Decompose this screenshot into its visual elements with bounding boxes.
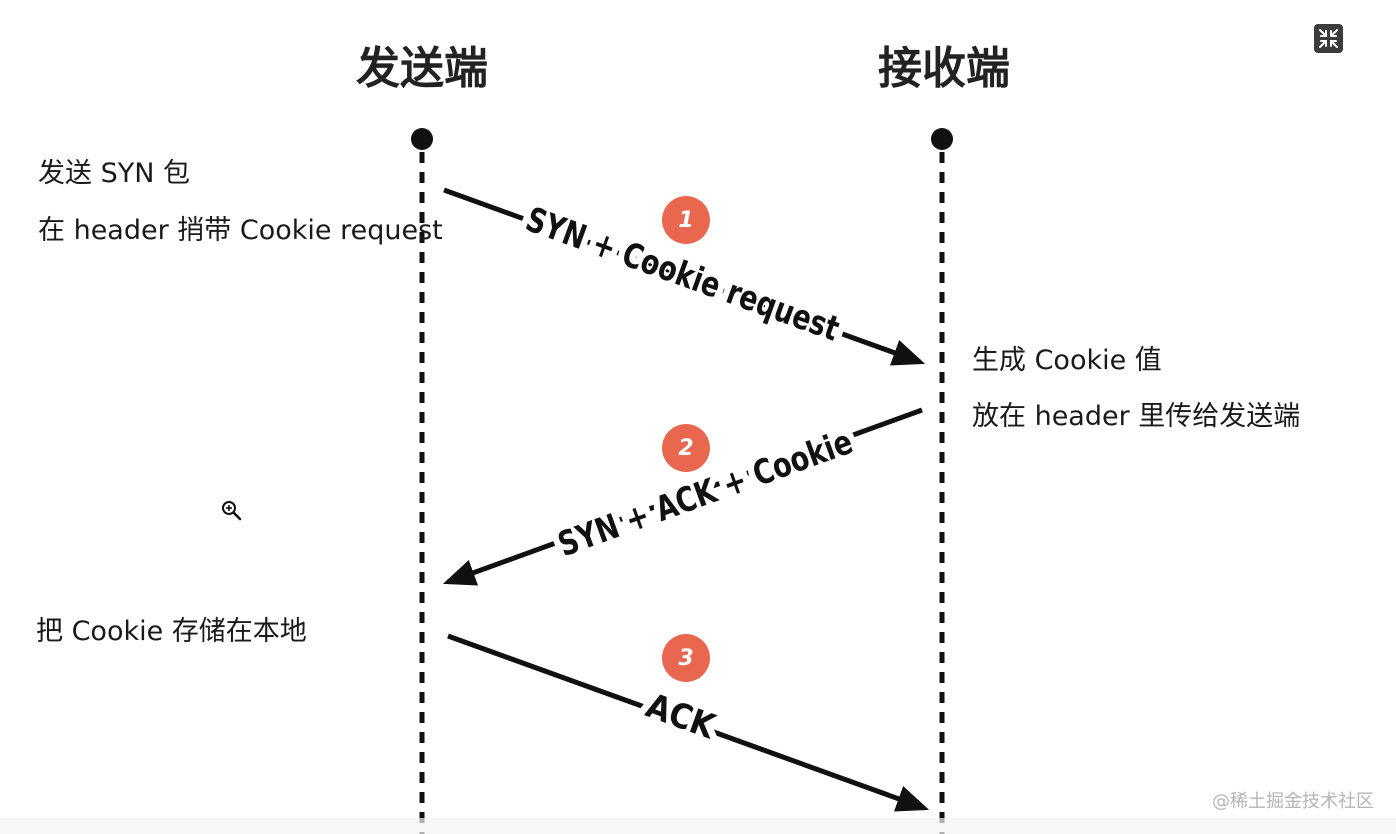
bottom-fade: [0, 818, 1396, 834]
watermark: @稀土掘金技术社区: [1212, 791, 1374, 812]
receiver-lifeline-dot: [931, 128, 953, 150]
message-3-arrow: [447, 633, 930, 812]
sender-title: 发送端: [356, 43, 488, 94]
step-2-number: 2: [678, 436, 693, 461]
collapse-fullscreen-icon[interactable]: [1314, 24, 1343, 53]
collapse-arrows: [1319, 29, 1338, 48]
receiver-lifeline: [931, 128, 953, 834]
collapse-fullscreen-button[interactable]: [1314, 24, 1343, 53]
message-3: ACK 3: [447, 633, 930, 812]
step-3-number: 3: [678, 646, 693, 671]
message-1: SYN + Cookie request 1: [443, 187, 926, 366]
step-2-badge: [662, 424, 710, 472]
message-2: SYN + ACK + Cookie 2: [442, 407, 923, 586]
sender-lifeline-dot: [411, 128, 433, 150]
step-1-badge: [662, 196, 710, 244]
zoom-in-cursor-icon: [222, 501, 242, 521]
step-3-badge: [662, 634, 710, 682]
message-1-arrow: [443, 187, 926, 366]
message-3-label: ACK: [641, 686, 721, 748]
message-2-arrow: [442, 407, 923, 586]
receiver-note-2-line-1: 生成 Cookie 值: [972, 345, 1162, 376]
step-1-number: 1: [678, 208, 693, 233]
sender-note-1-line-2: 在 header 捎带 Cookie request: [38, 215, 443, 246]
receiver-note-2-line-2: 放在 header 里传给发送端: [972, 401, 1300, 432]
sender-lifeline: [411, 128, 433, 834]
sender-note-1-line-1: 发送 SYN 包: [38, 158, 190, 189]
sender-note-3-line-1: 把 Cookie 存储在本地: [36, 616, 307, 647]
receiver-title: 接收端: [878, 43, 1010, 94]
